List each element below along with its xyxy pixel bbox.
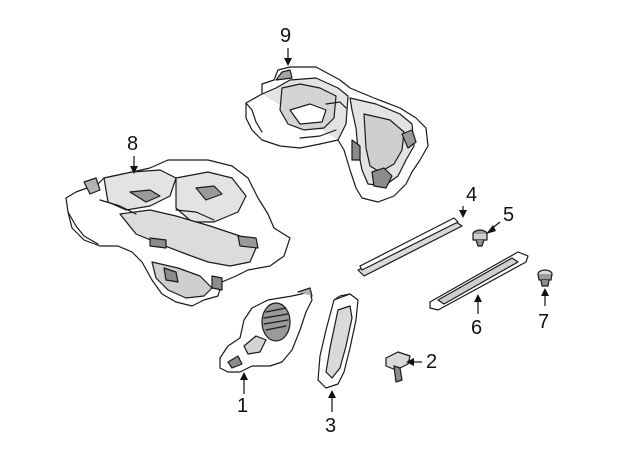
callout-1: 1 (237, 395, 249, 417)
callout-9: 9 (280, 25, 292, 47)
part-6-scuff-plate (429, 251, 529, 311)
part-1-quarter-trim (219, 287, 313, 373)
callout-8: 8 (127, 133, 139, 155)
callout-7: 7 (538, 311, 550, 333)
callout-2: 2 (426, 351, 438, 373)
part-3-kick-panel (317, 293, 359, 389)
callout-5: 5 (503, 204, 515, 226)
part-5-push-clip (472, 229, 488, 247)
part-9-trunk-carpet (245, 66, 429, 203)
part-7-fastener (537, 269, 553, 287)
leader-lines (130, 48, 549, 412)
part-2-clip (385, 351, 411, 383)
callout-4: 4 (466, 184, 478, 206)
callout-6: 6 (471, 317, 483, 339)
part-4-sill-strip (357, 217, 463, 277)
callout-3: 3 (325, 415, 337, 437)
part-8-floor-carpet (65, 159, 291, 307)
